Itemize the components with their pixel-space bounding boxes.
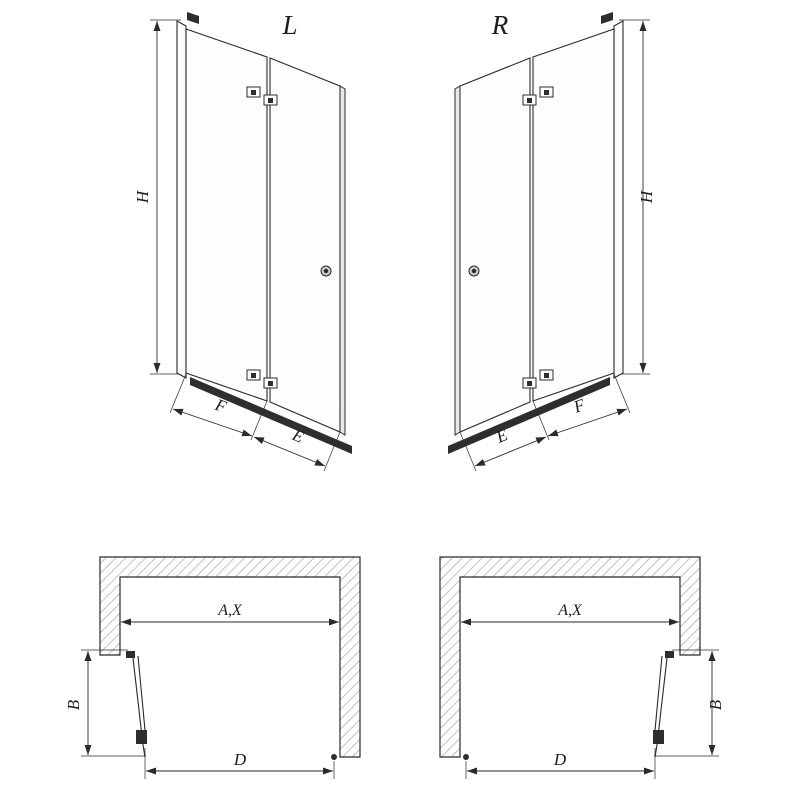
left-panel-f-dimension-label: F xyxy=(212,395,230,417)
left-height-dimension-label: H xyxy=(133,189,152,204)
right-plan-view: A,X B D xyxy=(440,557,725,779)
left-plan-depth-label: B xyxy=(64,699,83,710)
left-plan-width-label: A,X xyxy=(217,602,243,619)
right-plan-entry-label: D xyxy=(553,750,567,769)
left-variant-label: L xyxy=(281,10,297,40)
left-plan-entry-label: D xyxy=(233,750,247,769)
right-variant-label: R xyxy=(491,10,509,40)
right-plan-depth-label: B xyxy=(706,699,725,710)
left-door-elevation: L H F E xyxy=(133,10,352,471)
right-plan-width-label: A,X xyxy=(557,602,583,619)
right-door-elevation: R H F E xyxy=(448,10,656,471)
left-plan-view: A,X B D xyxy=(64,557,360,779)
right-height-dimension-label: H xyxy=(637,189,656,204)
right-panel-f-dimension-label: F xyxy=(570,395,588,417)
